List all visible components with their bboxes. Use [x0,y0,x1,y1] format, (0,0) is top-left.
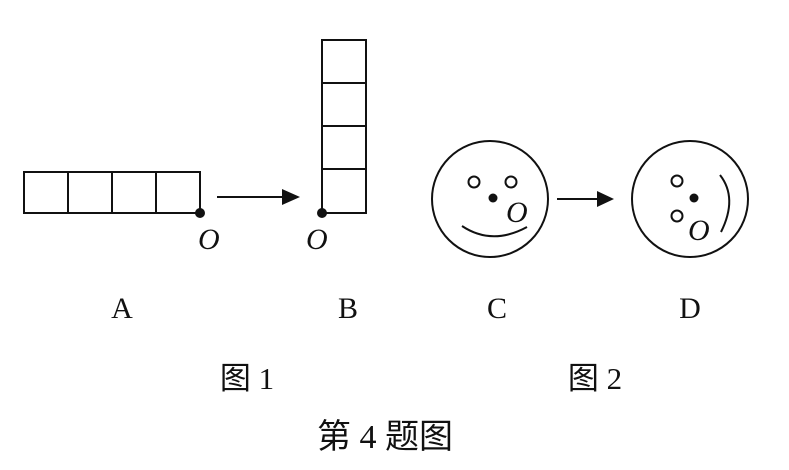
panel-d-face-outline [631,140,749,258]
panel-b-square-1 [321,39,367,84]
panel-c-face [431,140,549,258]
panel-a-pivot-dot [195,208,205,218]
panel-b-pivot-dot [317,208,327,218]
panel-b-strip [321,39,367,214]
panel-d-point-label: O [688,214,710,247]
panel-b-square-4 [321,168,367,214]
panel-d-top-eye [670,174,684,188]
panel-c-label: C [487,292,507,325]
panel-d-face [631,140,749,258]
panel-b-label: B [338,292,358,325]
question-caption: 第 4 题图 [317,418,453,456]
panel-b-point-label: O [306,223,328,256]
panel-a-label: A [111,292,133,325]
panel-c-right-eye [504,175,518,189]
panel-c-face-outline [431,140,549,258]
panel-a-square-1 [23,171,69,214]
panel-c-mouth [461,225,528,238]
panel-a-square-2 [67,171,113,214]
panel-a-square-4 [155,171,201,214]
panel-c-center-dot [488,193,498,203]
panel-d-center-dot [689,193,699,203]
panel-d-mouth [719,174,731,233]
panel-b-square-3 [321,125,367,170]
panel-a-square-3 [111,171,157,214]
panel-d-label: D [679,292,701,325]
panel-d-bottom-eye [670,209,684,223]
panel-c-left-eye [467,175,481,189]
panel-a-point-label: O [198,223,220,256]
arrow-a-to-b [217,189,300,205]
figure-1-caption: 图 1 [220,361,274,396]
panel-c-point-label: O [506,196,528,229]
panel-a-strip [23,171,201,214]
figure-2-caption: 图 2 [568,361,622,396]
arrow-c-to-d [557,191,614,207]
panel-b-square-2 [321,82,367,127]
